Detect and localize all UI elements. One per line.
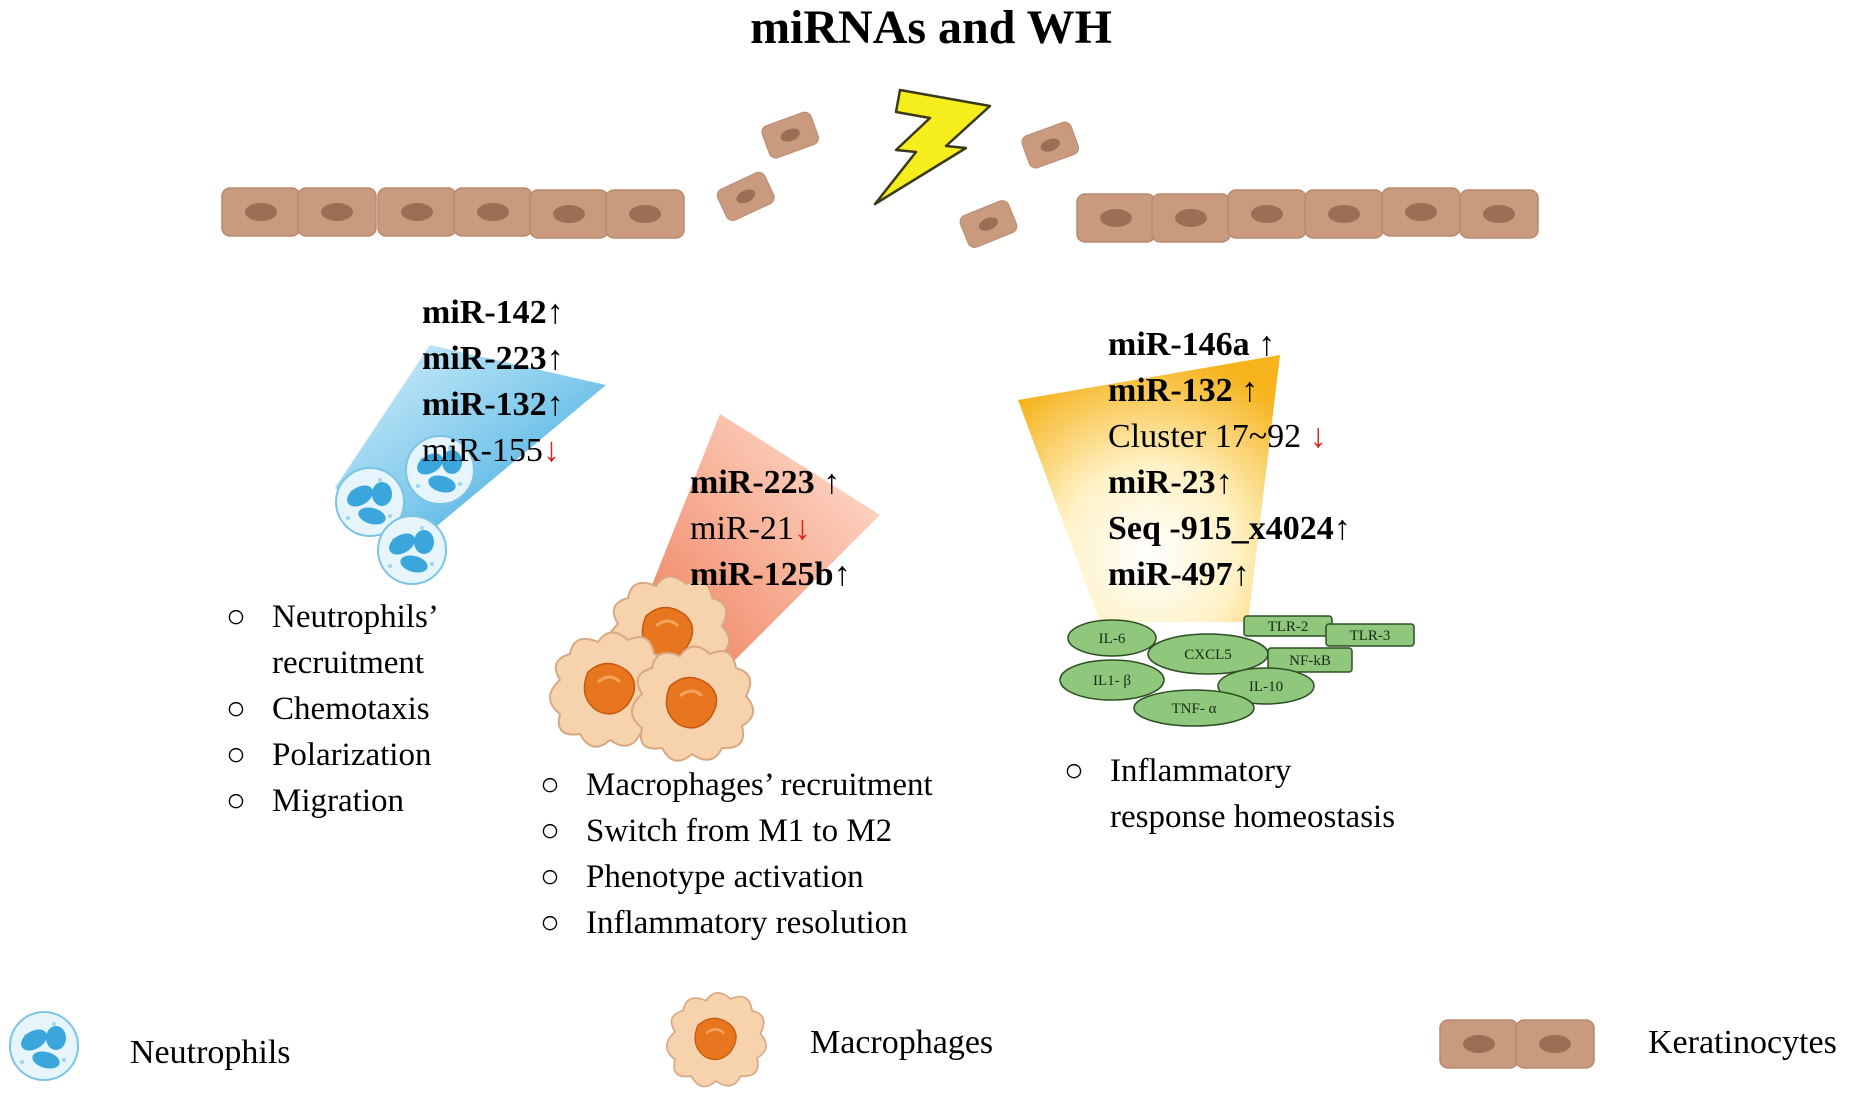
legend-macrophage-icon bbox=[665, 991, 768, 1088]
il10-ellipse bbox=[1217, 667, 1315, 705]
down-arrow-icon: ↓ bbox=[542, 432, 560, 469]
bullet-item: ○Chemotaxis bbox=[226, 686, 439, 732]
bullet-circle-icon: ○ bbox=[540, 813, 560, 849]
legend-neutrophil-icon bbox=[9, 1011, 79, 1081]
cxcl5-ellipse bbox=[1147, 633, 1269, 675]
down-arrow-icon: ↓ bbox=[793, 510, 811, 547]
nfkb-receptor bbox=[1267, 647, 1353, 673]
tnfa-ellipse bbox=[1133, 689, 1255, 727]
tlr3-label: TLR-3 bbox=[1350, 628, 1391, 644]
bullet-item: ○Inflammatory resolution bbox=[540, 900, 933, 946]
keratinocyte-layer-left bbox=[221, 187, 685, 239]
macrophage-mirna-item: miR-223 ↑ bbox=[690, 464, 841, 501]
neutrophil-mirna-item: miR-223↑ bbox=[422, 340, 564, 377]
tlr2-label: TLR-2 bbox=[1268, 619, 1309, 635]
tnfa-label: TNF- α bbox=[1172, 701, 1217, 717]
il10-label: IL-10 bbox=[1249, 679, 1283, 695]
macrophage-function-list: ○Macrophages’ recruitment ○Switch from M… bbox=[540, 762, 933, 946]
bullet-item-continuation: response homeostasis bbox=[1110, 799, 1396, 835]
cxcl5-label: CXCL5 bbox=[1184, 647, 1232, 663]
macrophage-mirna-item: miR-125b↑ bbox=[690, 556, 851, 593]
legend-keratinocyte-icon bbox=[1439, 1019, 1595, 1069]
up-arrow-icon: ↑ bbox=[1333, 510, 1351, 547]
neutrophil-mirna-item: miR-155↓ bbox=[422, 432, 560, 469]
up-arrow-icon: ↑ bbox=[1258, 326, 1276, 363]
inflammation-mirna-list: miR-146a ↑ miR-132 ↑ Cluster 17~92 ↓ miR… bbox=[1108, 322, 1351, 598]
inflammation-function-list: ○Inflammatory response homeostasis bbox=[1064, 748, 1395, 840]
bullet-circle-icon: ○ bbox=[540, 859, 560, 895]
bullet-item-continuation: recruitment bbox=[272, 645, 425, 681]
up-arrow-icon: ↑ bbox=[1215, 464, 1233, 501]
inflammation-beam bbox=[1018, 355, 1280, 622]
macrophage-mirna-list: miR-223 ↑ miR-21↓ miR-125b↑ bbox=[690, 460, 851, 598]
inflammation-mirna-item: miR-497↑ bbox=[1108, 556, 1250, 593]
bullet-item: ○Inflammatory bbox=[1064, 748, 1395, 794]
legend-macrophages-label: Macrophages bbox=[810, 1024, 994, 1061]
up-arrow-icon: ↑ bbox=[823, 464, 841, 501]
legend-neutrophils-label: Neutrophils bbox=[130, 1034, 291, 1071]
il1b-label: IL1- β bbox=[1093, 673, 1131, 689]
macrophage-mirna-item: miR-21↓ bbox=[690, 510, 811, 547]
bullet-item: ○Switch from M1 to M2 bbox=[540, 808, 933, 854]
bullet-circle-icon: ○ bbox=[226, 599, 246, 635]
macrophage-cluster bbox=[548, 574, 755, 763]
bullet-circle-icon: ○ bbox=[226, 737, 246, 773]
up-arrow-icon: ↑ bbox=[546, 294, 564, 331]
lightning-icon bbox=[873, 88, 992, 206]
il6-label: IL-6 bbox=[1099, 631, 1126, 647]
il6-ellipse bbox=[1067, 619, 1157, 657]
down-arrow-icon: ↓ bbox=[1309, 418, 1327, 455]
bullet-circle-icon: ○ bbox=[540, 905, 560, 941]
up-arrow-icon: ↑ bbox=[1232, 556, 1250, 593]
bullet-item: ○Polarization bbox=[226, 732, 439, 778]
scattered-keratinocytes bbox=[716, 111, 1080, 248]
inflammation-mirna-item: miR-146a ↑ bbox=[1108, 326, 1276, 363]
up-arrow-icon: ↑ bbox=[833, 556, 851, 593]
inflammation-mirna-item: miR-132 ↑ bbox=[1108, 372, 1259, 409]
cytokine-cluster: TLR-2 TLR-3 NF-kB IL-6 CXCL5 IL1- β IL-1… bbox=[1059, 615, 1415, 727]
nfkb-label: NF-kB bbox=[1289, 653, 1331, 669]
neutrophil-mirna-list: miR-142↑ miR-223↑ miR-132↑ miR-155↓ bbox=[422, 290, 564, 474]
bullet-circle-icon: ○ bbox=[1064, 753, 1084, 789]
neutrophil-function-list: ○Neutrophils’ recruitment ○Chemotaxis ○P… bbox=[226, 594, 439, 824]
up-arrow-icon: ↑ bbox=[546, 386, 564, 423]
inflammation-mirna-item: miR-23↑ bbox=[1108, 464, 1233, 501]
bullet-item: ○Migration bbox=[226, 778, 439, 824]
tlr3-receptor bbox=[1325, 623, 1415, 647]
bullet-item: ○Phenotype activation bbox=[540, 854, 933, 900]
keratinocyte-layer-right bbox=[1076, 187, 1539, 243]
bullet-circle-icon: ○ bbox=[226, 783, 246, 819]
bullet-circle-icon: ○ bbox=[226, 691, 246, 727]
neutrophil-mirna-item: miR-132↑ bbox=[422, 386, 564, 423]
neutrophil-mirna-item: miR-142↑ bbox=[422, 294, 564, 331]
il1b-ellipse bbox=[1059, 659, 1165, 701]
inflammation-mirna-item: Seq -915_x4024↑ bbox=[1108, 510, 1351, 547]
bullet-circle-icon: ○ bbox=[540, 767, 560, 803]
inflammation-mirna-item: Cluster 17~92 ↓ bbox=[1108, 418, 1327, 455]
bullet-item: ○Neutrophils’ bbox=[226, 594, 439, 640]
up-arrow-icon: ↑ bbox=[546, 340, 564, 377]
page-title: miRNAs and WH bbox=[750, 1, 1112, 54]
bullet-item: ○Macrophages’ recruitment bbox=[540, 762, 933, 808]
up-arrow-icon: ↑ bbox=[1241, 372, 1259, 409]
legend-keratinocytes-label: Keratinocytes bbox=[1648, 1024, 1837, 1061]
